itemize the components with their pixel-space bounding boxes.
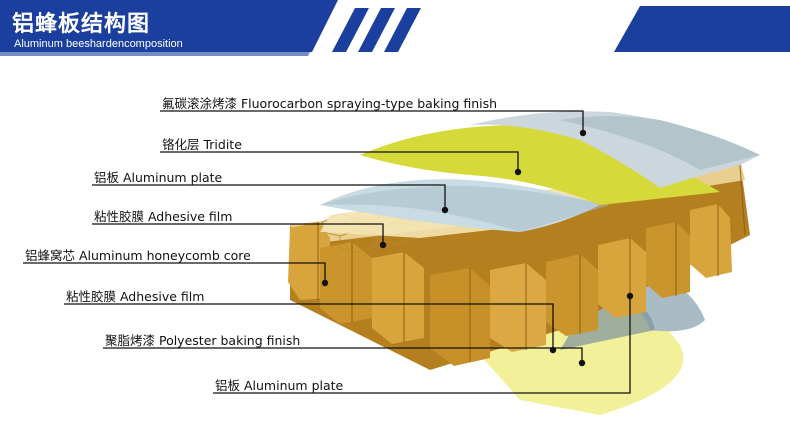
aluminum-plate-bottom-label: 铝板 Aluminum plate [215, 378, 344, 393]
fluorocarbon-coating-label: 氟碳滚涂烤漆 Fluorocarbon spraying-type baking… [162, 96, 498, 111]
header-banner [0, 0, 790, 56]
aluminum-plate-top-label: 铝板 Aluminum plate [94, 170, 223, 185]
stripe-2 [358, 8, 395, 52]
polyester-finish-label: 聚脂烤漆 Polyester baking finish [105, 333, 301, 348]
adhesive-film-top-label: 粘性胶膜 Adhesive film [94, 209, 233, 224]
stripe-1 [332, 8, 369, 52]
leader-lines [23, 110, 631, 394]
tridite-layer [360, 125, 720, 205]
leader-dots [321, 129, 634, 367]
page-title: 铝蜂板结构图 [12, 12, 151, 37]
honeycomb-core-label: 铝蜂窝芯 Aluminum honeycomb core [25, 248, 251, 263]
page-subtitle: Aluminum beeshardencomposition [14, 38, 183, 50]
stripe-3 [384, 8, 421, 52]
tridite-label: 铬化层 Tridite [162, 137, 242, 152]
adhesive-film-bottom-label: 粘性胶膜 Adhesive film [66, 289, 205, 304]
